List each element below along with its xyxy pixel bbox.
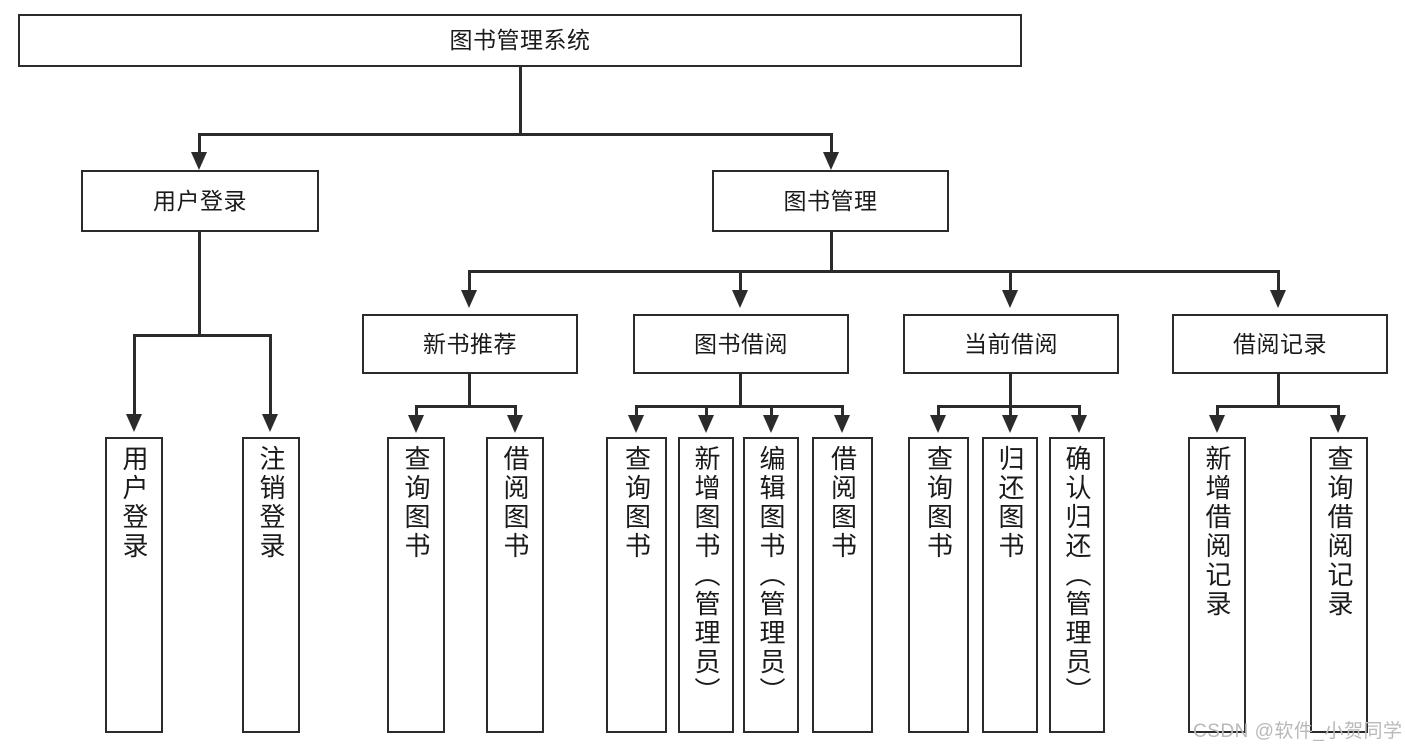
leaf-borrow-book-new[interactable]: 借阅图书 [486, 437, 544, 733]
leaf-edit-book-admin[interactable]: 编辑图书（管理员） [743, 437, 799, 733]
connector-current-borrow-stem [1009, 374, 1012, 407]
csdn-watermark: CSDN @软件_小贺同学 [1193, 721, 1403, 742]
connector-new-books-drop-1 [415, 405, 418, 417]
arrow-leaf-query-book-1 [408, 415, 424, 433]
connector-level2-drop-1 [198, 133, 201, 155]
node-borrow-records-label: 借阅记录 [1233, 330, 1327, 357]
connector-current-borrow-drop-1 [937, 405, 940, 417]
node-new-book-recommend-label: 新书推荐 [423, 330, 517, 357]
arrow-leaf-confirm-return [1071, 415, 1087, 433]
connector-user-login-bus [133, 334, 271, 337]
node-book-management[interactable]: 图书管理 [712, 170, 949, 232]
leaf-query-book-borrow[interactable]: 查询图书 [606, 437, 667, 733]
leaf-query-borrow-record[interactable]: 查询借阅记录 [1310, 437, 1368, 733]
arrow-leaf-add-record [1209, 415, 1225, 433]
arrow-level3-new-books [461, 290, 477, 308]
connector-book-management-stem [830, 232, 833, 272]
arrow-level3-current [1002, 290, 1018, 308]
leaf-query-book-current-label: 查询图书 [923, 445, 954, 561]
connector-level3-drop-2 [739, 270, 742, 292]
connector-level3-drop-4 [1277, 270, 1280, 292]
node-current-borrow[interactable]: 当前借阅 [903, 314, 1119, 374]
arrow-level3-borrow [732, 290, 748, 308]
arrow-leaf-edit-book [763, 415, 779, 433]
leaf-add-borrow-record[interactable]: 新增借阅记录 [1188, 437, 1246, 733]
connector-level3-drop-1 [468, 270, 471, 292]
arrow-leaf-user-login [126, 414, 142, 432]
connector-borrow-records-drop-1 [1216, 405, 1219, 417]
arrow-level2-2 [823, 152, 839, 170]
arrow-leaf-query-book-2 [628, 415, 644, 433]
node-user-login[interactable]: 用户登录 [81, 170, 319, 232]
node-current-borrow-label: 当前借阅 [964, 330, 1058, 357]
connector-current-borrow-drop-2 [1009, 405, 1012, 417]
connector-book-borrow-stem [739, 374, 742, 407]
leaf-return-book[interactable]: 归还图书 [982, 437, 1038, 733]
leaf-confirm-return-admin[interactable]: 确认归还（管理员） [1049, 437, 1105, 733]
leaf-query-book-new-label: 查询图书 [401, 445, 431, 561]
leaf-query-book-new[interactable]: 查询图书 [387, 437, 445, 733]
leaf-add-book-admin[interactable]: 新增图书（管理员） [678, 437, 734, 733]
node-book-management-label: 图书管理 [783, 187, 878, 214]
arrow-leaf-query-book-3 [930, 415, 946, 433]
connector-book-borrow-drop-1 [635, 405, 638, 417]
connector-book-borrow-drop-2 [705, 405, 708, 417]
connector-new-books-bus [415, 405, 516, 408]
leaf-return-book-label: 归还图书 [995, 445, 1025, 561]
leaf-logout-label: 注销登录 [256, 445, 286, 561]
connector-user-login-drop-2 [269, 334, 272, 416]
arrow-leaf-logout [262, 414, 278, 432]
node-new-book-recommend[interactable]: 新书推荐 [362, 314, 578, 374]
leaf-add-borrow-record-label: 新增借阅记录 [1202, 445, 1232, 619]
leaf-borrow-book-new-label: 借阅图书 [500, 445, 530, 561]
leaf-user-login[interactable]: 用户登录 [105, 437, 163, 733]
node-root-label: 图书管理系统 [449, 27, 591, 54]
connector-level3-drop-3 [1009, 270, 1012, 292]
connector-current-borrow-drop-3 [1078, 405, 1081, 417]
arrow-leaf-add-book [698, 415, 714, 433]
leaf-borrow-book[interactable]: 借阅图书 [812, 437, 873, 733]
node-borrow-records[interactable]: 借阅记录 [1172, 314, 1388, 374]
node-root[interactable]: 图书管理系统 [18, 14, 1022, 67]
connector-root-stem [519, 67, 522, 135]
connector-borrow-records-drop-2 [1337, 405, 1340, 417]
leaf-borrow-book-label: 借阅图书 [827, 445, 858, 561]
arrow-leaf-borrow-book-2 [834, 415, 850, 433]
connector-borrow-records-stem [1277, 374, 1280, 407]
node-book-borrow[interactable]: 图书借阅 [633, 314, 849, 374]
connector-user-login-drop-1 [133, 334, 136, 416]
connector-borrow-records-bus [1216, 405, 1340, 408]
arrow-leaf-query-record [1330, 415, 1346, 433]
leaf-add-book-admin-label: 新增图书（管理员） [691, 445, 721, 706]
node-user-login-label: 用户登录 [153, 187, 247, 214]
connector-new-books-drop-2 [514, 405, 517, 417]
connector-book-borrow-bus [635, 405, 843, 408]
leaf-confirm-return-admin-label: 确认归还（管理员） [1062, 445, 1092, 706]
connector-level2-bus [198, 133, 832, 136]
arrow-level3-records [1270, 290, 1286, 308]
connector-current-borrow-bus [937, 405, 1080, 408]
connector-level3-bus [468, 270, 1280, 273]
arrow-leaf-borrow-book-1 [507, 415, 523, 433]
leaf-query-book-current[interactable]: 查询图书 [908, 437, 969, 733]
connector-book-borrow-drop-3 [770, 405, 773, 417]
leaf-edit-book-admin-label: 编辑图书（管理员） [756, 445, 786, 706]
connector-book-borrow-drop-4 [841, 405, 844, 417]
leaf-user-login-label: 用户登录 [119, 445, 149, 561]
leaf-query-book-borrow-label: 查询图书 [621, 445, 652, 561]
connector-user-login-stem [198, 232, 201, 336]
leaf-query-borrow-record-label: 查询借阅记录 [1324, 445, 1354, 619]
leaf-logout[interactable]: 注销登录 [242, 437, 300, 733]
connector-level2-drop-2 [830, 133, 833, 155]
node-book-borrow-label: 图书借阅 [694, 330, 788, 357]
arrow-level2-1 [191, 152, 207, 170]
connector-new-books-stem [468, 374, 471, 407]
arrow-leaf-return-book [1002, 415, 1018, 433]
